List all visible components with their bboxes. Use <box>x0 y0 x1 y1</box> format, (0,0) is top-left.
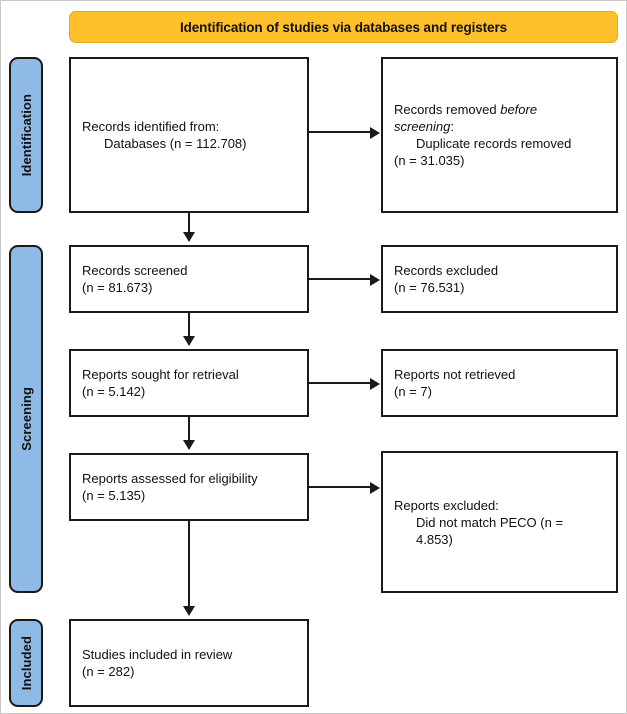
box-reports-excluded: Reports excluded: Did not match PECO (n … <box>381 451 618 593</box>
stage-bar-included: Included <box>9 619 43 707</box>
box-records-excluded-line-2: (n = 76.531) <box>394 280 465 295</box>
box-reports-not-retrieved: Reports not retrieved (n = 7) <box>381 349 618 417</box>
connector-sought-to-not-retrieved <box>309 382 371 384</box>
box-records-identified-line-2: Databases (n = 112.708) <box>104 136 247 151</box>
box-records-screened-line-1: Records screened <box>82 263 188 278</box>
box-reports-excluded-line-1: Reports excluded: <box>394 497 499 513</box>
box-records-removed-line-2-colon: : <box>450 119 454 134</box>
connector-sought-to-assessed <box>188 417 190 441</box>
box-records-removed-line-1: Records removed before <box>394 101 605 118</box>
connector-screened-to-excluded <box>309 278 371 280</box>
stage-label-included: Included <box>18 635 34 691</box>
box-records-removed-line-2: screening: <box>394 118 605 135</box>
box-studies-included-line-2: (n = 282) <box>82 664 135 679</box>
stage-bar-screening: Screening <box>9 245 43 593</box>
arrow-right-icon-screened-to-excluded <box>370 274 380 286</box>
box-records-excluded-line-1: Records excluded <box>394 263 499 278</box>
arrow-right-icon-assessed-to-excluded <box>370 482 380 494</box>
box-studies-included-line-1: Studies included in review <box>82 647 233 662</box>
phase-banner-identification: Identification of studies via databases … <box>69 11 618 43</box>
box-records-removed-line-2-emphasis: screening <box>394 119 451 134</box>
box-reports-assessed-line-2: (n = 5.135) <box>82 488 146 503</box>
arrow-right-icon-identified-to-removed <box>370 127 380 139</box>
box-reports-assessed-line-1: Reports assessed for eligibility <box>82 471 258 486</box>
arrow-down-icon-identified-to-screened <box>183 232 195 242</box>
box-records-excluded: Records excluded (n = 76.531) <box>381 245 618 313</box>
box-reports-not-retrieved-line-1: Reports not retrieved <box>394 367 516 382</box>
box-records-screened: Records screened (n = 81.673) <box>69 245 309 313</box>
connector-screened-to-sought <box>188 313 190 337</box>
box-reports-sought-line-2: (n = 5.142) <box>82 384 146 399</box>
connector-identified-to-screened <box>188 213 190 233</box>
box-records-removed-line-1-text: Records removed <box>394 102 501 117</box>
box-records-screened-line-2: (n = 81.673) <box>82 280 153 295</box>
stage-label-screening: Screening <box>18 387 34 451</box>
box-reports-excluded-line-2: Did not match PECO (n = <box>416 514 564 530</box>
box-reports-not-retrieved-line-2: (n = 7) <box>394 384 432 399</box>
box-records-removed-line-4: (n = 31.035) <box>394 153 465 168</box>
connector-identified-to-removed <box>309 131 371 133</box>
box-reports-sought-line-1: Reports sought for retrieval <box>82 367 239 382</box>
phase-banner-label: Identification of studies via databases … <box>179 19 508 35</box>
box-studies-included-in-review: Studies included in review (n = 282) <box>69 619 309 707</box>
box-records-removed-line-1-emphasis: before <box>500 102 538 117</box>
stage-label-identification: Identification <box>18 93 34 177</box>
arrow-down-icon-screened-to-sought <box>183 336 195 346</box>
box-reports-excluded-line-3: 4.853) <box>416 531 453 547</box>
box-records-removed-before-screening: Records removed before screening: Duplic… <box>381 57 618 213</box>
box-reports-assessed-for-eligibility: Reports assessed for eligibility (n = 5.… <box>69 453 309 521</box>
box-records-removed-line-3: Duplicate records removed <box>416 136 572 151</box>
box-reports-sought-for-retrieval: Reports sought for retrieval (n = 5.142) <box>69 349 309 417</box>
arrow-down-icon-assessed-to-included <box>183 606 195 616</box>
stage-bar-identification: Identification <box>9 57 43 213</box>
box-records-identified-line-1: Records identified from: <box>82 119 220 134</box>
arrow-down-icon-sought-to-assessed <box>183 440 195 450</box>
connector-assessed-to-included <box>188 521 190 607</box>
box-records-identified: Records identified from: Databases (n = … <box>69 57 309 213</box>
arrow-right-icon-sought-to-not-retrieved <box>370 378 380 390</box>
connector-assessed-to-excluded <box>309 486 371 488</box>
